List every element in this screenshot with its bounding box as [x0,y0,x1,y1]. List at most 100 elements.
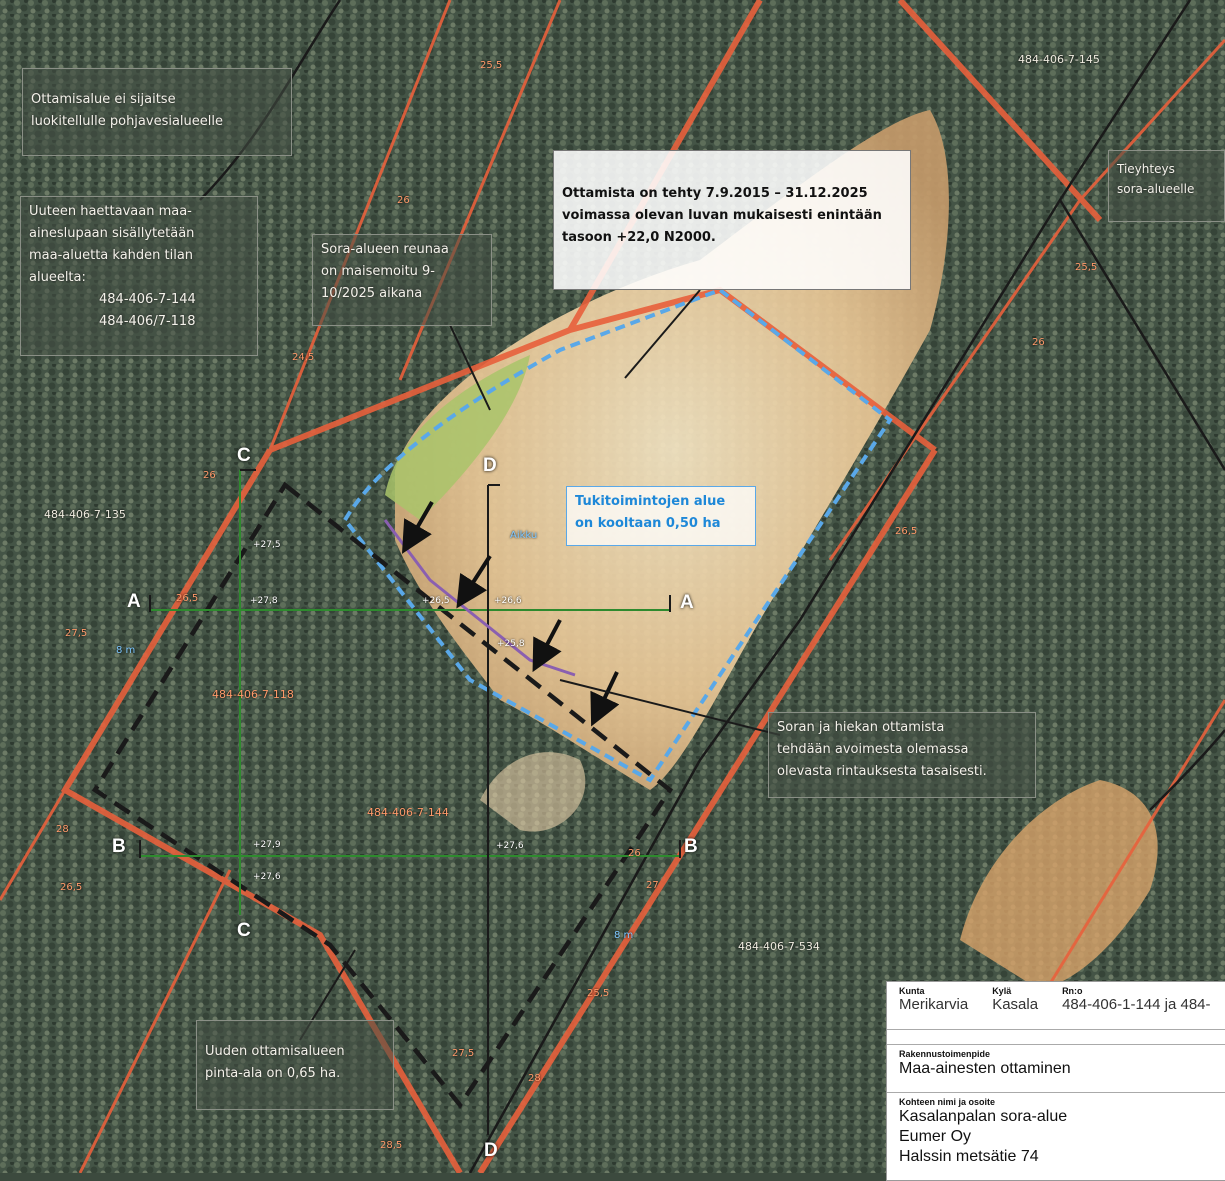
point-label: +25,8 [497,639,525,649]
municipality-cell: Kunta Merikarvia [899,986,968,1015]
site-address: Halssin metsätie 74 [899,1148,1039,1165]
note-line: on maisemoitu 9- [321,264,435,280]
point-label: +27,5 [253,540,281,550]
note-line: maa-aluetta kahden tilan [29,248,194,264]
boundary-line [828,38,1225,561]
elevation-label: 27,5 [65,628,88,639]
municipality-label: Kunta [899,986,925,996]
section-letter-c: C [237,445,251,466]
title-block-site-row: Kohteen nimi ja osoite Kasalanpalan sora… [887,1093,1225,1171]
title-block-spacer [887,1030,1225,1045]
road-line [1149,729,1225,811]
elevation-label: 27,5 [452,1048,475,1059]
elevation-label: 26,5 [176,593,199,604]
elevation-label: 26,5 [895,526,918,537]
title-block-action-row: Rakennustoimenpide Maa-ainesten ottamine… [887,1045,1225,1093]
point-label: +27,6 [496,841,524,851]
leader-method [559,679,781,736]
blue-label: Aikku [510,530,538,541]
landscaped-note: Sora-alueen reunaa on maisemoitu 9- 10/2… [312,234,492,326]
section-letter-b: B [112,836,126,857]
road-line [1058,199,1225,471]
elevation-label: 24,5 [292,352,315,363]
point-label: +26,6 [494,596,522,606]
road-access-note: Tieyhteys sora-alueelle [1108,150,1225,222]
sand-streak [480,752,586,832]
leader-extraction-done [624,289,701,379]
property-value: 484-406-1-144 ja 484- [1062,996,1211,1013]
elevation-label: 26 [203,470,216,481]
extraction-method-note: Soran ja hiekan ottamista tehdään avoime… [768,712,1036,798]
section-letter-c: C [237,920,251,941]
village-label: Kylä [992,986,1012,996]
note-line: Tukitoimintojen alue [575,494,726,509]
point-label: +27,9 [253,840,281,850]
section-end-markers [139,469,681,858]
plot-label: 484-406-7-135 [44,508,126,521]
elevation-label: 28,5 [380,1140,403,1151]
boundary-line [0,789,67,901]
village-value: Kasala [992,996,1039,1013]
municipality-value: Merikarvia [899,996,969,1013]
site-name: Kasalanpalan sora-alue [899,1108,1068,1125]
section-letter-b: B [684,836,698,857]
elevation-label: 28 [56,824,69,835]
blue-label: 8 m [614,930,634,941]
note-line: tehdään avoimesta olemassa [777,742,969,758]
elevation-label: 25,5 [480,60,503,71]
note-line: Tieyhteys [1117,162,1175,176]
support-area-note: Tukitoimintojen alue on kooltaan 0,50 ha [566,486,756,546]
section-lines [140,470,680,1135]
point-label: +27,8 [250,596,278,606]
note-line: 10/2025 aikana [321,286,423,302]
note-line: alueelta: [29,270,86,286]
section-letter-d: D [484,1140,498,1161]
boundary-line [477,448,938,1173]
plot-label: 484-406-7-118 [212,688,294,701]
note-line: 484-406-7-144 [99,292,196,308]
elevation-label: 25,5 [587,988,610,999]
elevation-label: 27 [646,880,659,891]
note-line: luokitellulle pohjavesialueelle [31,114,223,130]
new-area-note: Uuden ottamisalueen pinta-ala on 0,65 ha… [196,1020,394,1110]
action-label: Rakennustoimenpide [899,1049,991,1059]
note-line: Uuden ottamisalueen [205,1044,345,1059]
boundary-line [897,0,1103,223]
new-extraction-area [91,481,674,1109]
property-label: Rn:o [1062,986,1083,996]
road-line [468,0,1192,1173]
arrow [456,554,492,609]
note-line: Ottamisalue ei sijaitse [31,92,176,107]
elevation-label: 26 [628,848,641,859]
extraction-done-note: Ottamista on tehty 7.9.2015 – 31.12.2025… [553,150,911,290]
arrow [532,619,562,673]
note-line: aineslupaan sisällytetään [29,226,195,242]
note-line: olevasta rintauksesta tasaisesti. [777,764,987,780]
note-line: Ottamista on tehty 7.9.2015 – 31.12.2025 [562,186,868,201]
section-letter-a: A [680,592,694,613]
note-line: 484-406/7-118 [99,314,196,330]
note-line: sora-alueelle [1117,182,1195,197]
title-block-location-row: Kunta Merikarvia Kylä Kasala Rn:o 484-40… [887,982,1225,1030]
boundary-line [268,0,452,451]
elevation-label: 26 [397,195,410,206]
boundary-line [1038,699,1225,1001]
note-line: on kooltaan 0,50 ha [575,516,721,532]
note-line: Sora-alueen reunaa [321,242,449,257]
note-line: pinta-ala on 0,65 ha. [205,1066,341,1082]
village-cell: Kylä Kasala [992,986,1038,1015]
landscaped-green-area [385,355,530,520]
company-name: Eumer Oy [899,1128,972,1145]
plot-label: 484-406-7-534 [738,940,820,953]
point-label: +27,6 [253,872,281,882]
groundwater-note: Ottamisalue ei sijaitse luokitellulle po… [22,68,292,156]
blue-label: 8 m [116,645,136,656]
elevation-label: 26 [1032,337,1045,348]
support-area-boundary [342,287,893,783]
new-permit-note: Uuteen haettavaan maa- aineslupaan sisäl… [20,196,258,356]
elevation-label: 28 [528,1073,541,1084]
site-label: Kohteen nimi ja osoite [899,1097,996,1107]
section-letter-d: D [483,455,497,476]
elevation-label: 26,5 [60,882,83,893]
arrow [401,500,434,554]
